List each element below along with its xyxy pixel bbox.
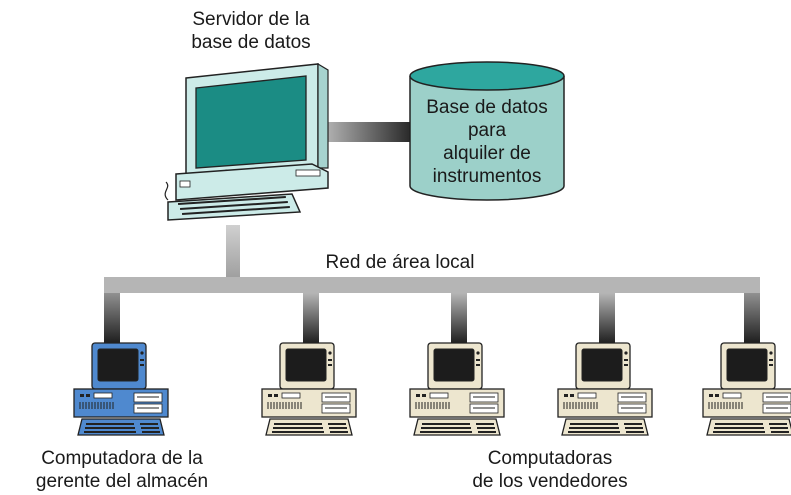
manager-computer-icon <box>73 342 169 436</box>
manager-label-line: Computadora de la <box>41 448 203 469</box>
database-label-line: alquiler de <box>443 143 531 164</box>
sales-label-line: Computadoras <box>487 448 613 469</box>
server-lan-drop <box>226 225 240 277</box>
network-label-text: Red de área local <box>325 252 475 273</box>
sales-computer-icon <box>409 342 505 436</box>
lan-drop-sales-2 <box>451 293 467 345</box>
sales-computer-icon <box>702 342 791 436</box>
database-label-line: para <box>467 120 507 141</box>
database-cylinder-icon <box>409 61 565 201</box>
server-label-line: base de datos <box>191 32 311 53</box>
sales-label-line: de los vendedores <box>472 471 628 492</box>
lan-drop-manager <box>104 277 120 345</box>
sales-computers-label: Computadoras de los vendedores <box>440 447 660 493</box>
manager-label-line: gerente del almacén <box>35 471 209 492</box>
server-label-line: Servidor de la <box>192 9 310 30</box>
sales-computer-icon <box>261 342 357 436</box>
server-label: Servidor de la base de datos <box>156 8 346 54</box>
lan-bus <box>104 277 760 293</box>
database-label-line: instrumentos <box>432 166 542 187</box>
server-database-link <box>315 122 420 142</box>
lan-drop-sales-1 <box>303 293 319 345</box>
database-server-icon <box>164 62 329 221</box>
network-label: Red de área local <box>300 251 500 274</box>
database-label-line: Base de datos <box>426 97 548 118</box>
sales-computer-icon <box>557 342 653 436</box>
lan-drop-sales-3 <box>599 293 615 345</box>
database-label: Base de datos para alquiler de instrumen… <box>412 96 562 188</box>
lan-drop-sales-4 <box>744 277 760 345</box>
manager-computer-label: Computadora de la gerente del almacén <box>12 447 232 493</box>
